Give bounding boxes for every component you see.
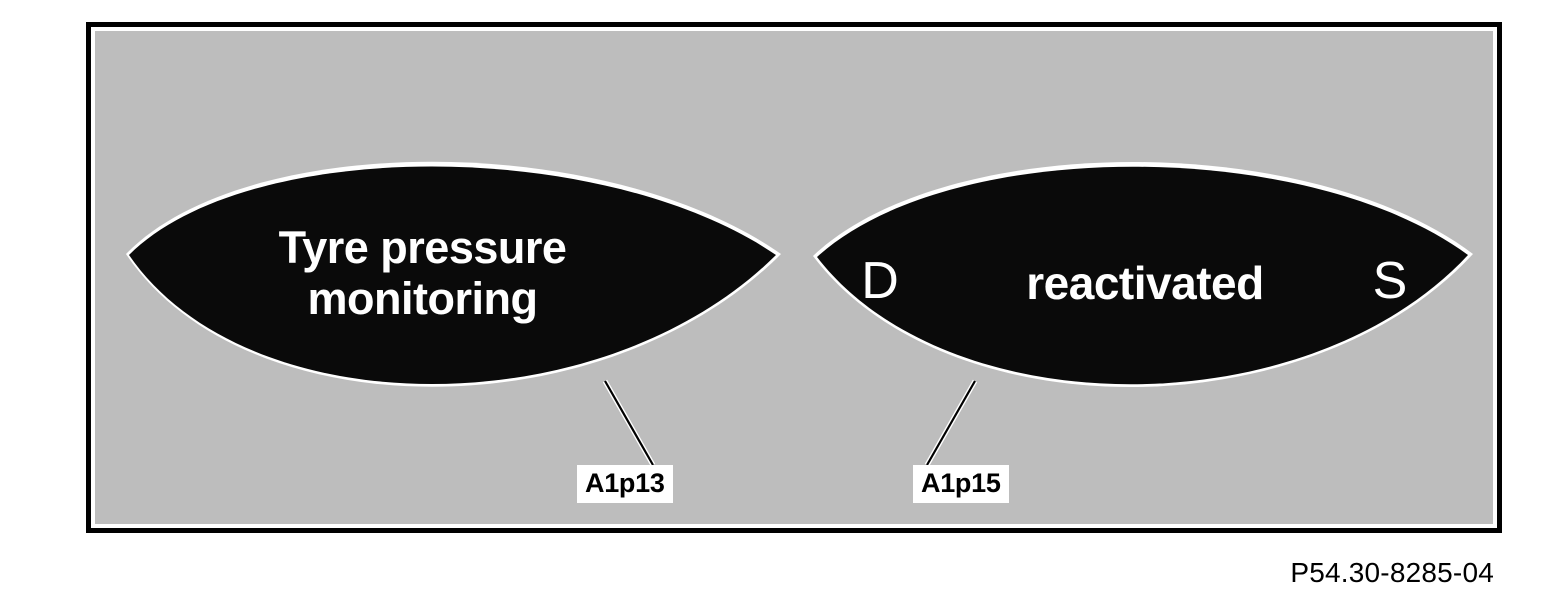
leader-line-a1p13 — [602, 379, 656, 467]
side-indicator: S — [1372, 252, 1408, 310]
callout-label-a1p13: A1p13 — [577, 465, 673, 503]
display-text-line-1: Tyre pressure — [278, 222, 567, 273]
callout-label-a1p15: A1p15 — [913, 465, 1009, 503]
gear-indicator: D — [861, 252, 899, 310]
figure-frame: Tyre pressure monitoring A1p13 D — [86, 22, 1502, 533]
status-text: reactivated — [1026, 257, 1264, 309]
display-text-line-2: monitoring — [307, 273, 538, 324]
figure-canvas: Tyre pressure monitoring A1p13 D — [95, 31, 1493, 524]
leader-line-a1p15 — [924, 379, 978, 467]
reactivated-status-display: D reactivated S A1p15 — [805, 31, 1493, 524]
display-lens-shape-left — [126, 161, 781, 387]
display-lens-shape-right — [813, 161, 1473, 388]
tyre-pressure-monitoring-display: Tyre pressure monitoring A1p13 — [95, 31, 795, 524]
figure-reference-number: P54.30-8285-04 — [1290, 557, 1494, 588]
